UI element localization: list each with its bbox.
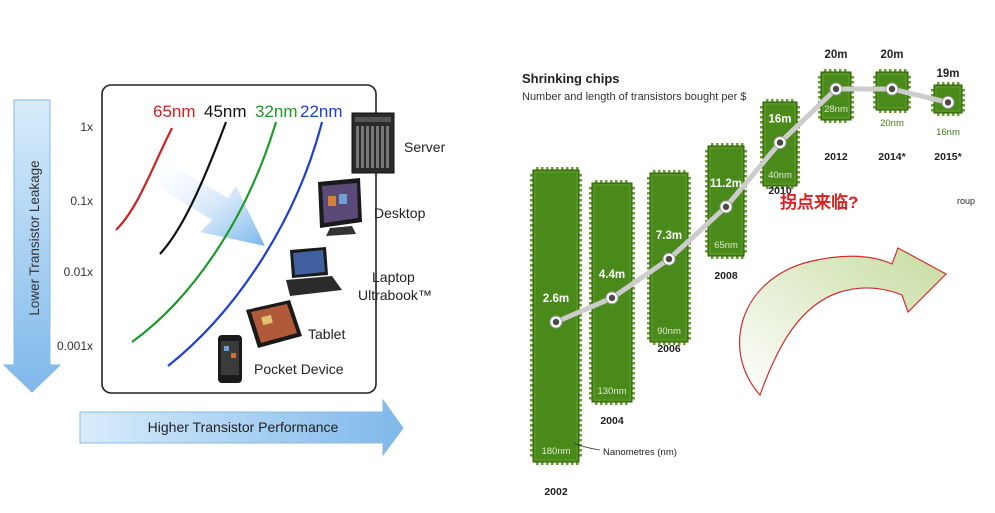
laptop-icon xyxy=(286,247,342,296)
left-chart: Lower Transistor Leakage Higher Transist… xyxy=(2,84,446,457)
source-fragment: roup xyxy=(957,196,975,206)
series-label-65nm: 65nm xyxy=(153,102,196,121)
x-axis-arrow xyxy=(79,398,404,457)
series-labels: 65nm 45nm 32nm 22nm xyxy=(153,102,343,121)
x-axis-label: Higher Transistor Performance xyxy=(148,419,339,435)
diagonal-arrow xyxy=(148,158,265,246)
nm-label: 28nm xyxy=(824,104,848,115)
y-tick-label: 0.001x xyxy=(57,339,93,353)
nm-legend: Nanometres (nm) xyxy=(603,447,677,458)
series-curve-22nm xyxy=(167,121,324,367)
chart-title: Shrinking chips xyxy=(522,71,620,86)
value-label: 7.3m xyxy=(656,230,682,242)
series-label-32nm: 32nm xyxy=(255,102,298,121)
device-label-desktop: Desktop xyxy=(374,205,426,221)
device-label-tablet: Tablet xyxy=(308,326,345,342)
nm-label: 40nm xyxy=(768,170,792,181)
series-label-22nm: 22nm xyxy=(300,102,343,121)
chip-bar xyxy=(760,99,800,189)
device-label-server: Server xyxy=(404,139,446,155)
value-label: 4.4m xyxy=(599,269,625,281)
desktop-icon xyxy=(318,178,362,236)
right-chart: Shrinking chips Number and length of tra… xyxy=(522,49,975,498)
y-tick-label: 0.01x xyxy=(64,265,93,279)
device-label-pocket: Pocket Device xyxy=(254,361,344,377)
year-label: 2015* xyxy=(934,151,962,163)
year-label: 2012 xyxy=(824,151,848,163)
series-curve-32nm xyxy=(131,121,278,343)
tablet-icon xyxy=(246,300,302,348)
year-label: 2010 xyxy=(768,185,792,197)
nm-label: 90nm xyxy=(657,326,681,337)
nm-label: 16nm xyxy=(936,127,960,138)
chip-bar xyxy=(589,180,635,405)
value-label: 2.6m xyxy=(543,293,569,305)
nm-label: 65nm xyxy=(714,240,738,251)
nm-label: 180nm xyxy=(541,446,570,457)
chip-bar xyxy=(705,143,747,259)
value-label: 20m xyxy=(880,49,903,61)
year-label: 2014* xyxy=(878,151,906,163)
nm-legend-leader xyxy=(573,442,601,451)
year-label: 2002 xyxy=(544,486,568,498)
y-axis-label: Lower Transistor Leakage xyxy=(27,160,42,315)
value-label: 19m xyxy=(936,68,959,80)
year-label: 2004 xyxy=(600,415,624,427)
y-tick-label: 1x xyxy=(80,120,93,134)
big-curved-arrow xyxy=(738,247,947,397)
nm-label: 20nm xyxy=(880,118,904,129)
y-axis-arrow xyxy=(2,99,62,393)
annotation-text: 拐点来临? xyxy=(780,192,858,212)
trend-line xyxy=(555,86,949,325)
year-label: 2006 xyxy=(657,343,681,355)
device-label-laptop: Laptop xyxy=(372,269,415,285)
points-layer xyxy=(549,82,955,329)
series-curve-45nm xyxy=(159,121,228,255)
year-label: 2008 xyxy=(714,270,738,282)
device-label-ultrabook: Ultrabook™ xyxy=(358,287,432,303)
labels-layer: 180nm 130nm 90nm 65nm 40nm 28nm 20nm 16nm 2.6m 4.… xyxy=(541,49,962,498)
y-tick-labels: 1x 0.1x 0.01x 0.001x xyxy=(57,120,93,353)
series-curve-65nm xyxy=(115,127,173,231)
phone-icon xyxy=(218,335,242,383)
series-label-45nm: 45nm xyxy=(204,102,247,121)
nm-label: 130nm xyxy=(597,386,626,397)
server-icon xyxy=(351,112,395,174)
value-label: 16m xyxy=(768,114,791,126)
y-tick-label: 0.1x xyxy=(70,194,93,208)
chart-subtitle: Number and length of transistors bought … xyxy=(522,91,746,103)
value-label: 20m xyxy=(824,49,847,61)
value-label: 11.2m xyxy=(710,178,742,190)
